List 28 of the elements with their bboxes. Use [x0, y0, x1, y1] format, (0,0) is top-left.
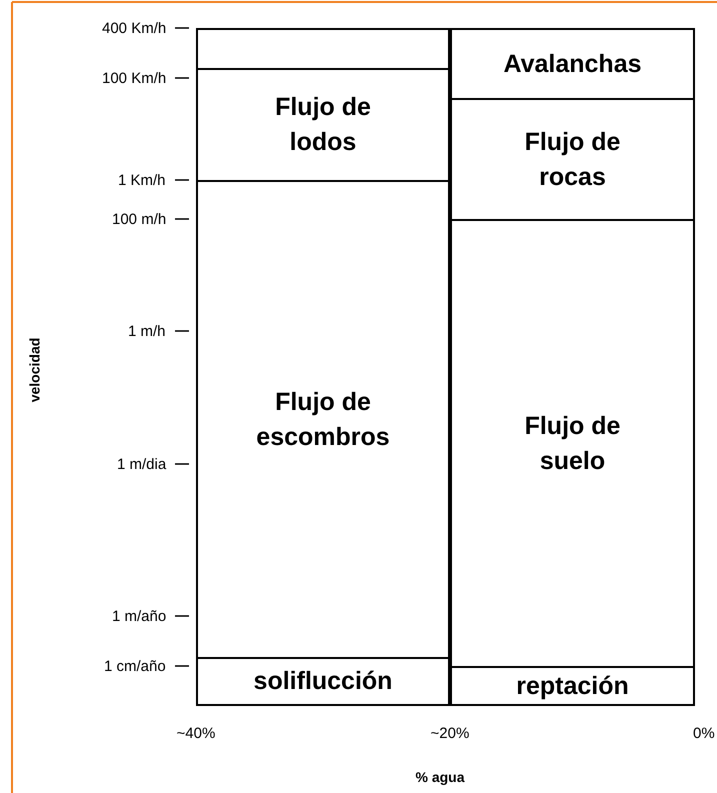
category-label: soliflucción [254, 666, 392, 697]
empty-box [196, 28, 450, 70]
axis-tick-label: 1 m/año [112, 608, 166, 624]
axis-tick-label: 1 m/h [128, 322, 166, 340]
axis-tick-label: ~20% [430, 725, 470, 742]
category-label: reptación [516, 671, 629, 702]
category-box [196, 68, 450, 182]
axis-tick-label: ~40% [176, 725, 216, 742]
category-box [196, 180, 450, 659]
category-label: Flujo de escombros [255, 386, 391, 452]
category-box [450, 219, 695, 668]
category-box [196, 657, 450, 706]
category-box [450, 666, 695, 706]
axis-title: velocidad [26, 337, 42, 402]
axis-tick-label: 0% [693, 725, 715, 742]
axis-tick-label: 100 m/h [112, 210, 166, 228]
axis-tick-label: 100 Km/h [102, 70, 166, 86]
category-label: Avalanchas [503, 48, 642, 80]
category-label: Flujo de rocas [524, 126, 622, 192]
axis-tick-label: 1 m/dia [117, 456, 166, 472]
axis-tick-label: 1 Km/h [118, 172, 166, 188]
category-label: Flujo de suelo [524, 410, 622, 476]
axis-tick-label: 400 Km/h [102, 20, 166, 36]
category-label: Flujo de lodos [274, 92, 372, 158]
axis-title: % agua [416, 768, 465, 784]
axis-tick-label: 1 cm/año [104, 658, 166, 674]
category-box [450, 98, 695, 221]
category-box [450, 28, 695, 100]
